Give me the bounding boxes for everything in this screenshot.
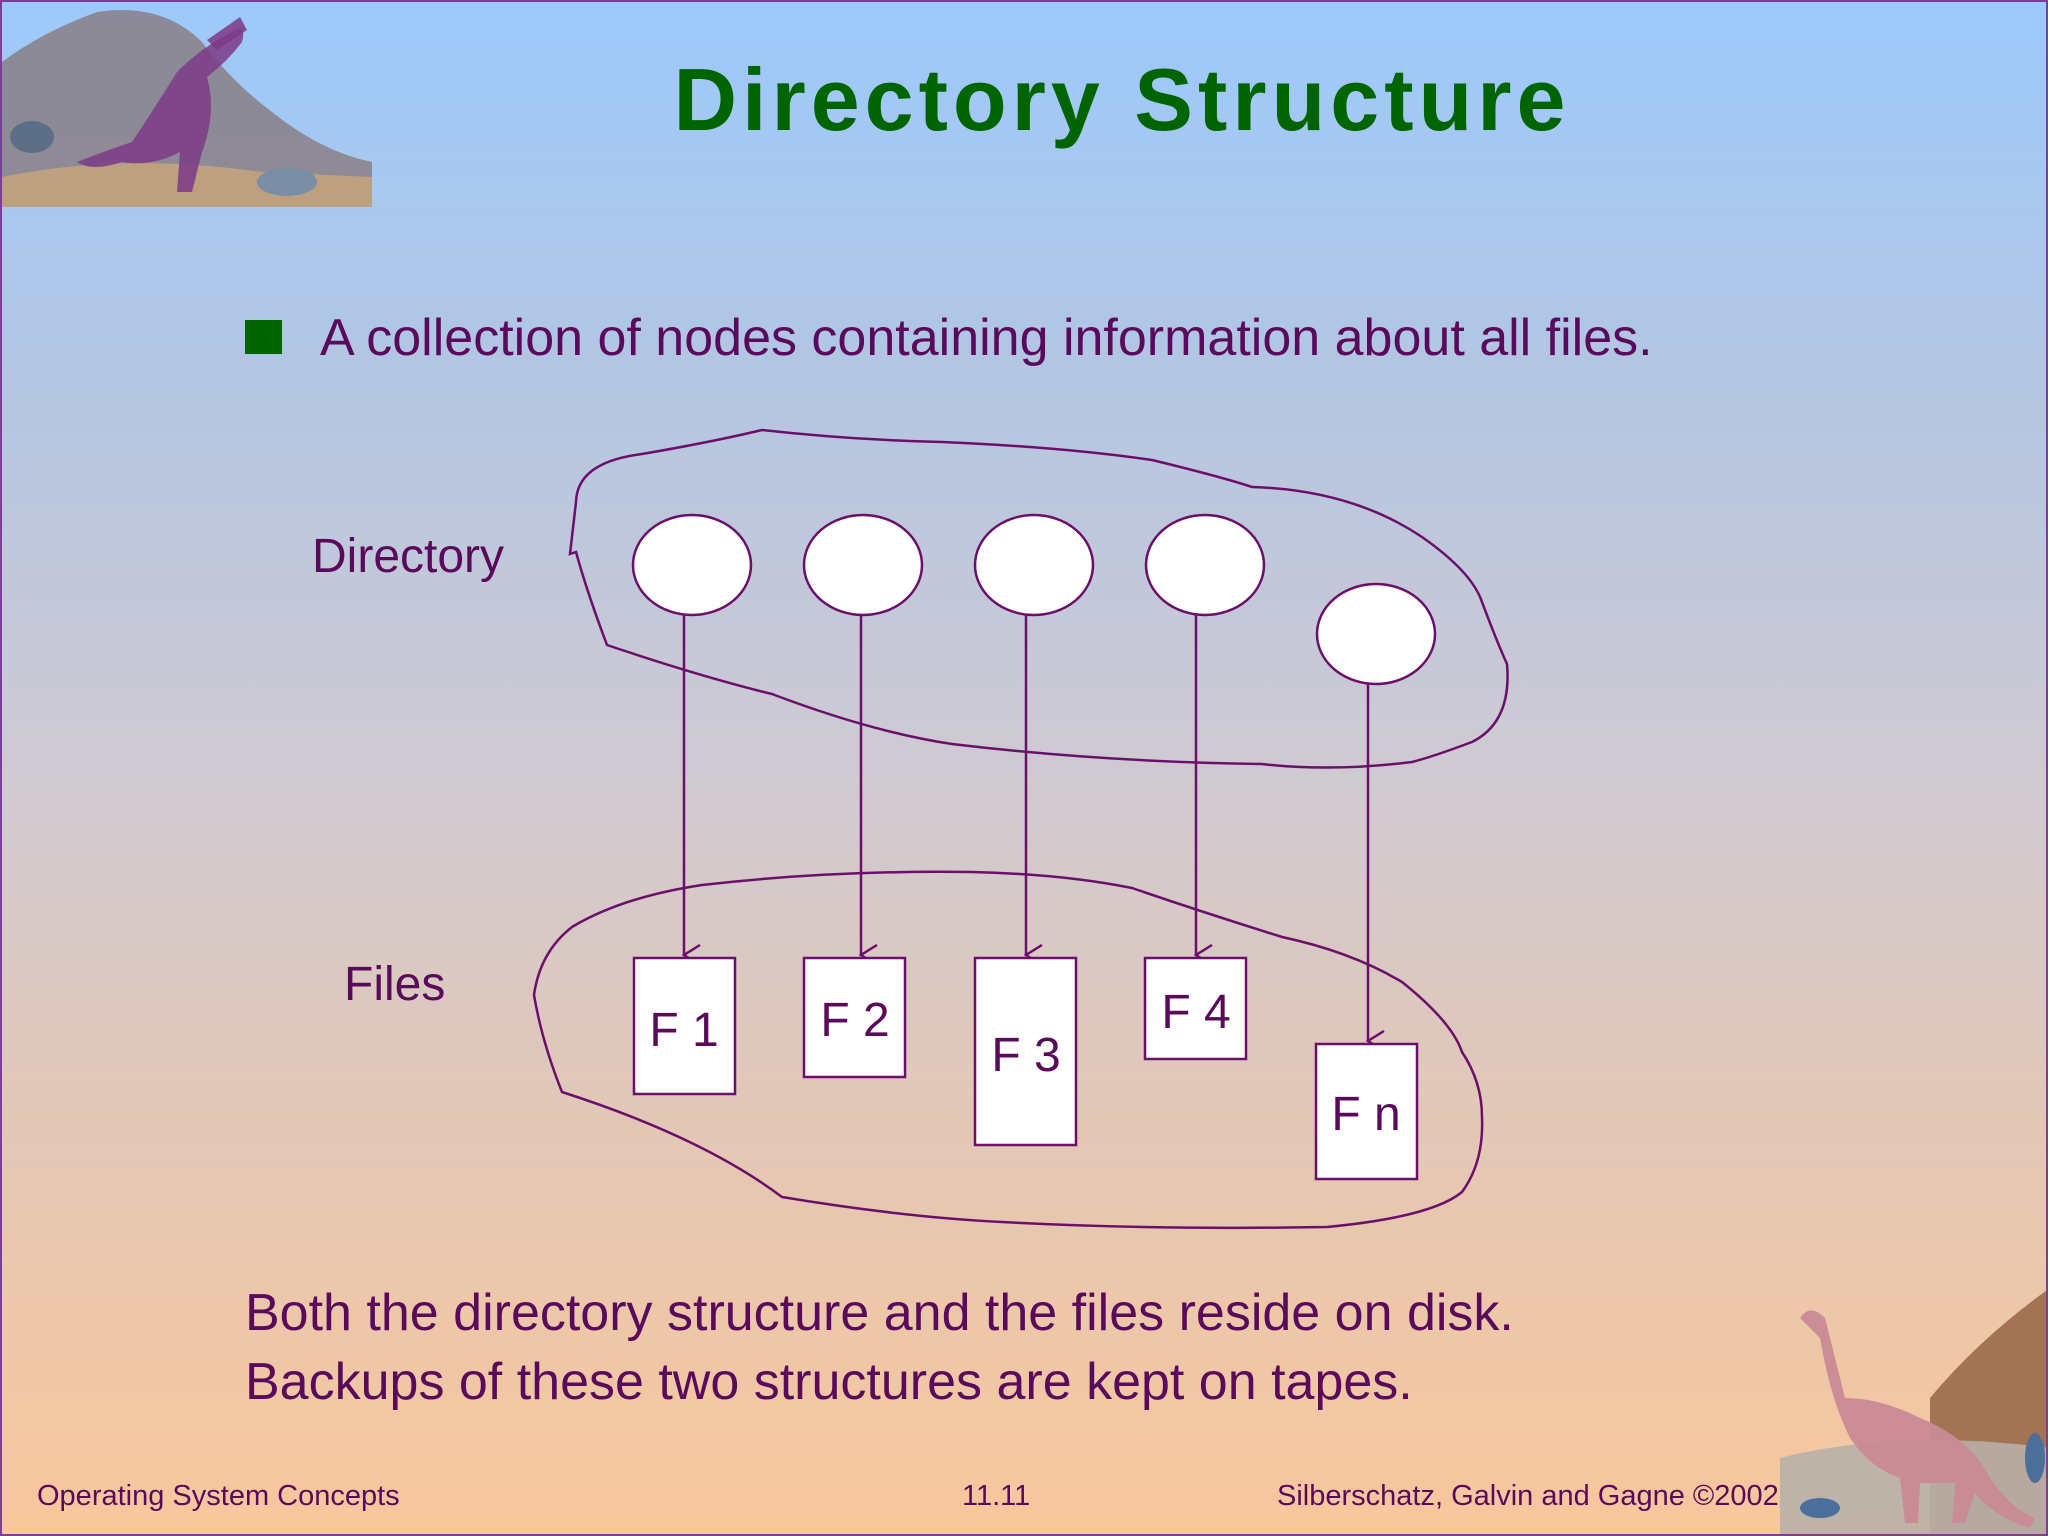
footnote-line: Backups of these two structures are kept…: [245, 1353, 1413, 1411]
directory-label: Directory: [312, 530, 505, 583]
file-label: F 4: [1161, 986, 1230, 1039]
directory-node: [802, 513, 924, 617]
file-box-f3: [973, 956, 1078, 1147]
file-label: F 3: [991, 1029, 1060, 1082]
file-label: F 1: [649, 1004, 718, 1057]
file-box-fn: [1314, 1042, 1419, 1181]
directory-node: [1315, 582, 1437, 686]
dinosaur-brontosaurus-decoration: [1780, 1290, 2046, 1534]
files-enclosure: [532, 870, 1484, 1230]
files-label: Files: [344, 958, 446, 1011]
footer-page-number: 11.11: [962, 1480, 1031, 1512]
bullet-text: A collection of nodes containing informa…: [320, 309, 1653, 367]
file-box-f4: [1143, 956, 1248, 1061]
file-box-f2: [802, 956, 907, 1079]
file-box-f1: [632, 956, 737, 1096]
footer-authors: Silberschatz, Galvin and Gagne ©2002: [1277, 1480, 1779, 1512]
directory-node: [1144, 513, 1266, 617]
slide-title: Directory Structure: [673, 50, 1571, 149]
directory-node: [631, 513, 753, 617]
file-label: F 2: [820, 994, 889, 1047]
bullet-square-icon: [245, 320, 282, 354]
footer-course: Operating System Concepts: [37, 1480, 400, 1512]
dinosaur-trex-decoration: [2, 10, 372, 207]
footnote-line: Both the directory structure and the fil…: [245, 1284, 1514, 1342]
directory-node: [973, 513, 1095, 617]
file-label: F n: [1331, 1088, 1400, 1141]
footnote: Both the directory structure and the fil…: [245, 1279, 1745, 1417]
directory-enclosure: [568, 428, 1509, 769]
